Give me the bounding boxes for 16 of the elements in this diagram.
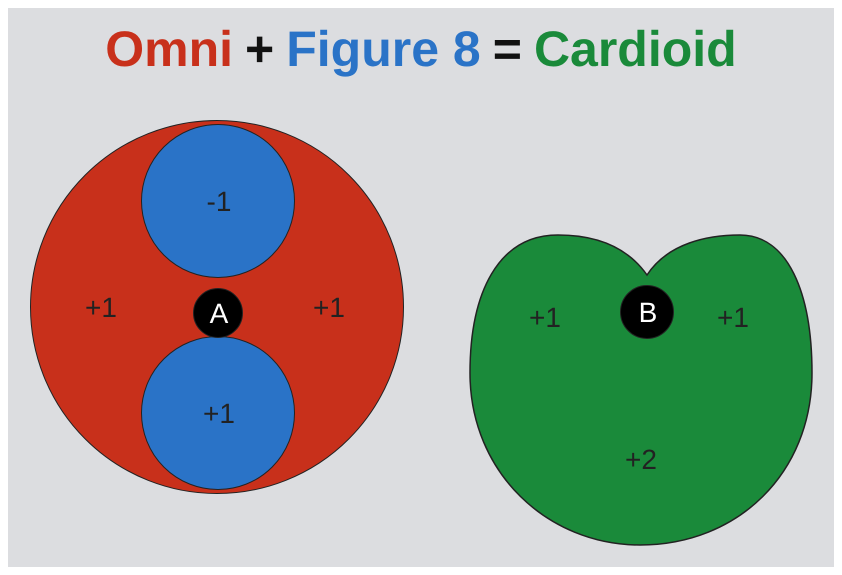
plus-sign: +	[245, 21, 274, 77]
value-label: +1	[203, 400, 235, 428]
value-label: +1	[529, 304, 561, 332]
point-label: A	[210, 300, 228, 328]
title-word: Cardioid	[534, 21, 737, 77]
value-label: +1	[313, 294, 345, 322]
cardioid-shape	[468, 233, 814, 547]
point-marker	[193, 288, 243, 338]
value-label: +1	[717, 304, 749, 332]
equals-sign: =	[492, 21, 522, 77]
title-word: Omni	[105, 21, 234, 77]
value-label: +2	[625, 446, 657, 474]
value-label: -1	[206, 188, 232, 216]
point-label: B	[638, 299, 658, 327]
value-label: +1	[85, 294, 117, 322]
title-word: Figure 8	[286, 21, 481, 77]
